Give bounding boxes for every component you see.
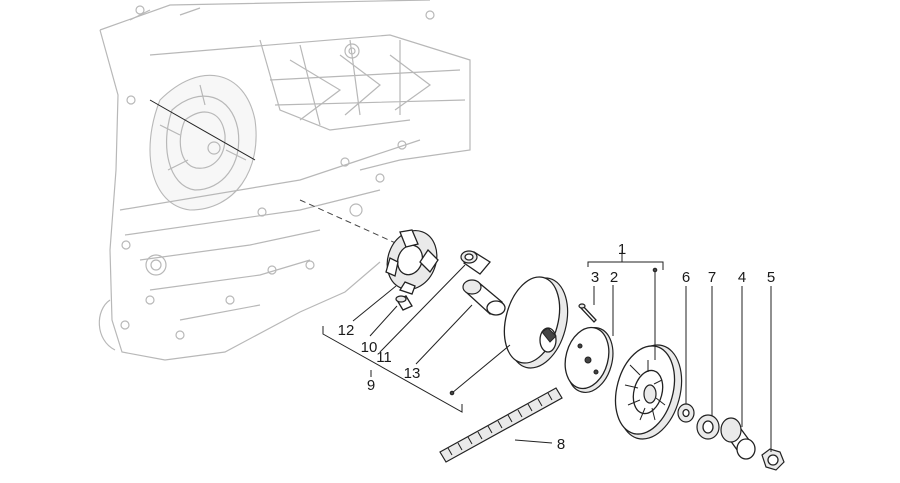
engine-crankcase	[98, 0, 471, 361]
axis-lines	[149, 99, 401, 246]
thin-bush-part	[696, 414, 720, 440]
callout-6: 6	[682, 269, 690, 286]
spacer-sleeve-part	[720, 417, 756, 460]
callout-8: 8	[557, 436, 565, 453]
roller-bush-part	[462, 279, 506, 316]
leader-lines	[322, 250, 772, 452]
callout-7: 7	[708, 269, 716, 286]
slider-part	[395, 295, 413, 311]
callout-2: 2	[610, 269, 618, 286]
drive-belt-part	[439, 387, 563, 463]
screw-part	[578, 303, 597, 323]
callout-11: 11	[376, 349, 392, 366]
fixed-half-pulley-part	[503, 276, 569, 369]
nut-part	[761, 448, 785, 471]
movable-pulley-assembly-part	[614, 344, 683, 440]
callout-4: 4	[738, 269, 746, 286]
callout-10: 10	[361, 339, 378, 356]
washer-part	[677, 403, 695, 423]
callout-13: 13	[404, 365, 421, 382]
ramp-plate-part	[385, 229, 439, 295]
drive-plate-part	[564, 326, 614, 393]
callout-1: 1	[618, 241, 626, 258]
callout-12: 12	[338, 322, 355, 339]
callout-5: 5	[767, 269, 775, 286]
callout-3: 3	[591, 269, 599, 286]
callout-labels: 1 2 3 4 5 6 7 8 9 10 11 12 13	[338, 241, 776, 453]
callout-9: 9	[367, 377, 375, 394]
spacer-bush-part	[460, 250, 491, 275]
